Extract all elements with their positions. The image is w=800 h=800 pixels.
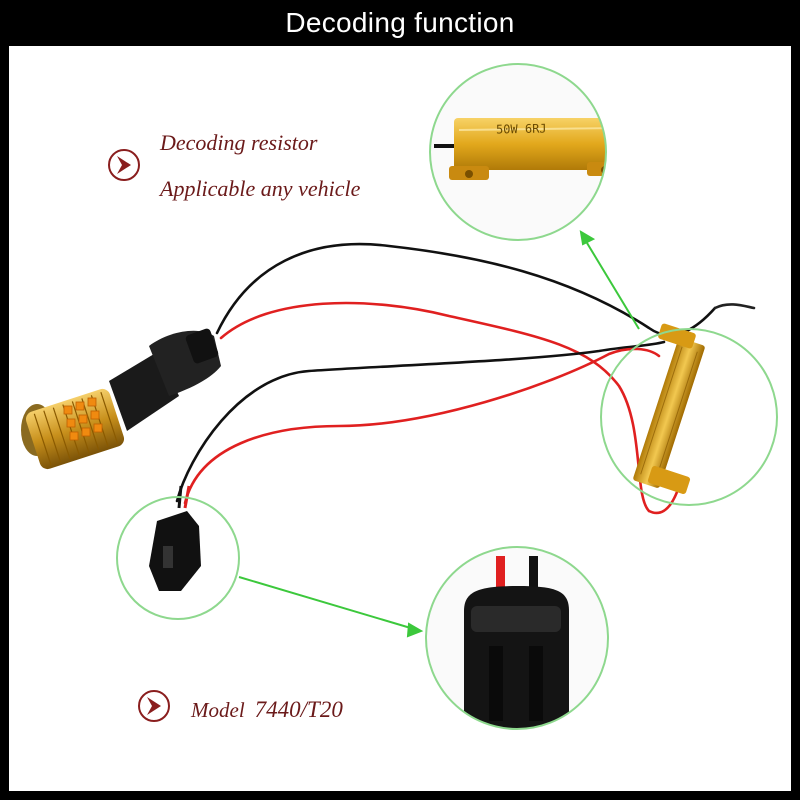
connector-highlight-circle bbox=[116, 496, 240, 620]
title-bar: Decoding function bbox=[0, 0, 800, 46]
connector-zoom bbox=[425, 546, 609, 730]
black-wire-resistor-tail bbox=[713, 303, 756, 310]
chevron-circle-icon bbox=[138, 690, 170, 722]
led-bulb bbox=[21, 328, 221, 470]
red-wire-upper bbox=[219, 301, 651, 513]
resistor-marking: 50W 6RJ bbox=[495, 121, 547, 137]
decoding-resistor bbox=[633, 323, 705, 494]
page-title: Decoding function bbox=[285, 7, 515, 38]
caption-model: Model 7440/T20 bbox=[191, 697, 343, 723]
arrow-to-resistor-zoom bbox=[583, 237, 640, 330]
model-label: Model bbox=[191, 698, 245, 722]
red-wire-lower bbox=[183, 347, 661, 505]
chevron-circle-icon bbox=[108, 149, 140, 181]
model-number: 7440/T20 bbox=[254, 697, 343, 722]
caption-applicable-vehicle: Applicable any vehicle bbox=[160, 176, 361, 201]
arrows bbox=[238, 230, 640, 638]
resistor-zoom bbox=[429, 63, 607, 241]
arrow-head-connector bbox=[406, 622, 424, 638]
product-photo: 50W 6RJ Decoding resistor Applicable any… bbox=[9, 46, 791, 791]
black-wire-upper bbox=[215, 242, 717, 337]
black-wire-lower bbox=[175, 340, 666, 503]
red-wire-resistor-tail bbox=[647, 490, 679, 515]
arrow-to-connector-zoom bbox=[238, 576, 415, 630]
wiring-illustration bbox=[21, 63, 778, 730]
caption-decoding-resistor: Decoding resistor bbox=[160, 130, 318, 155]
resistor-highlight-circle bbox=[600, 328, 778, 506]
arrow-head-resistor bbox=[579, 230, 596, 246]
